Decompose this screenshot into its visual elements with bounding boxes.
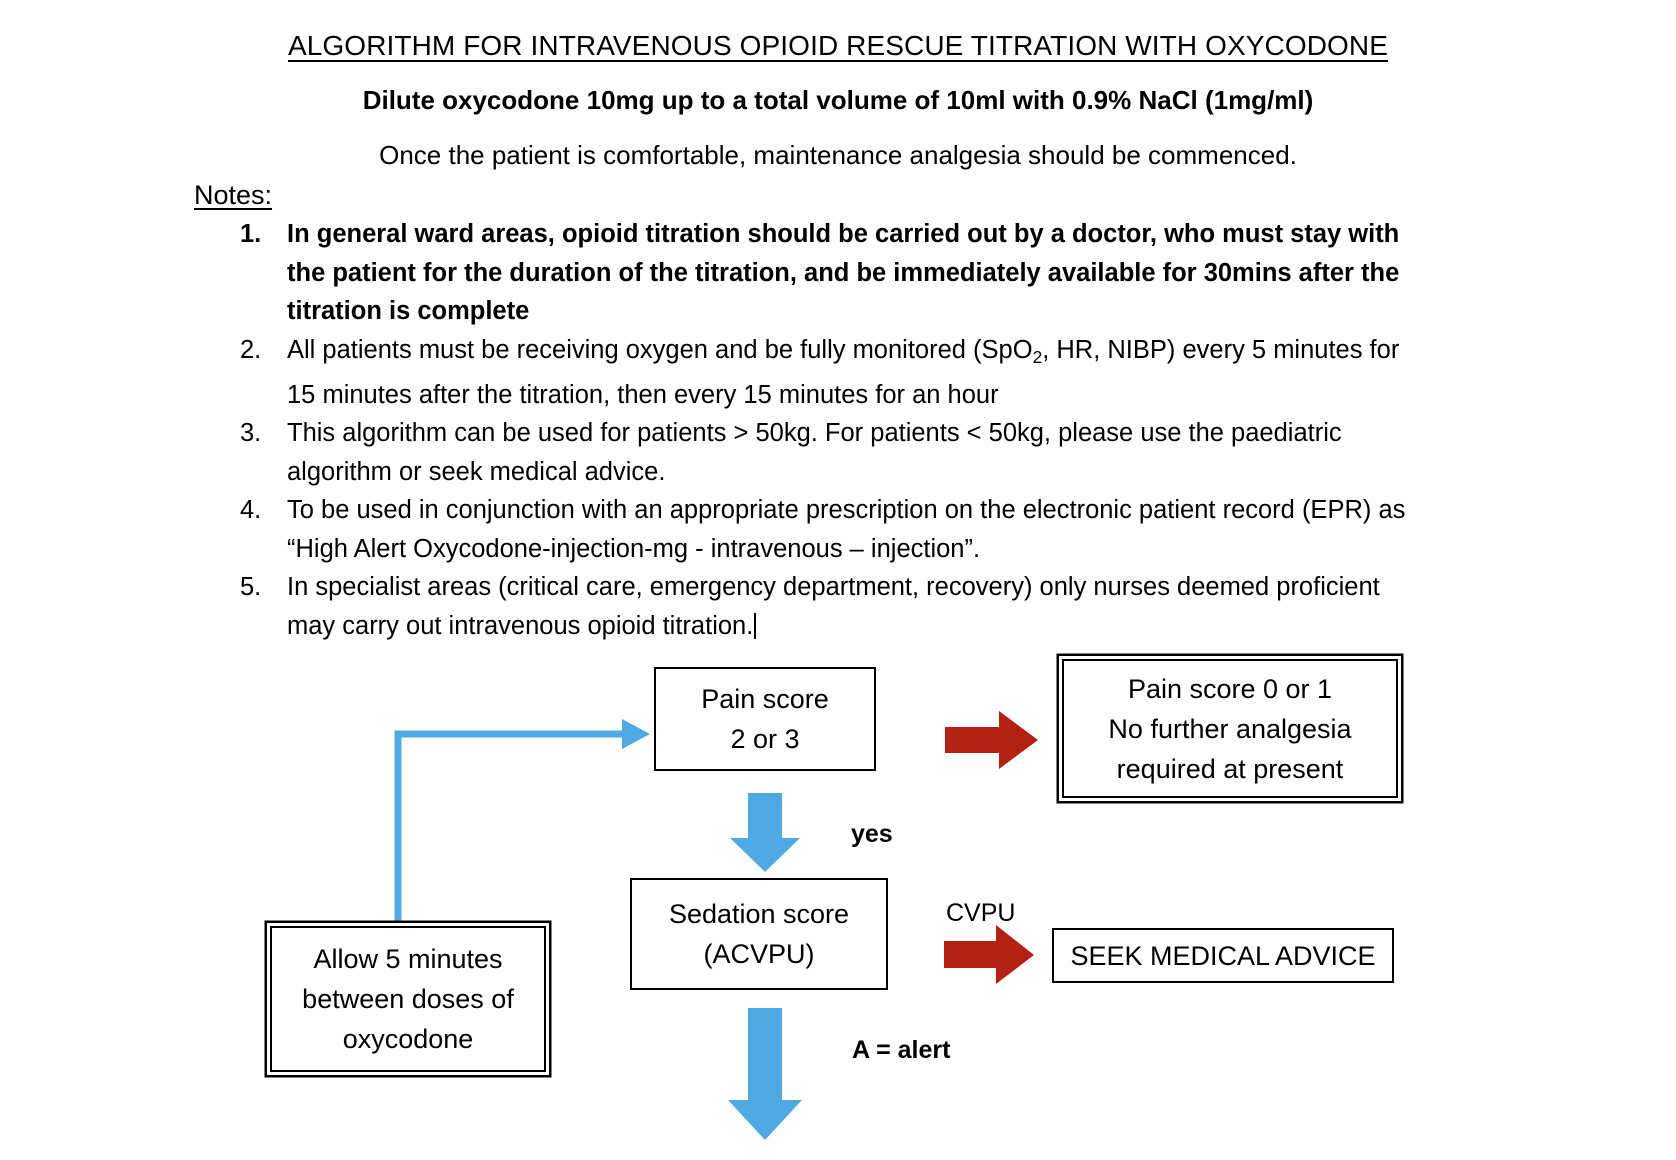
page-title: ALGORITHM FOR INTRAVENOUS OPIOID RESCUE … — [287, 30, 1389, 61]
node-line: SEEK MEDICAL ADVICE — [1070, 940, 1376, 971]
node-allow-5-minutes[interactable]: Allow 5 minutes between doses of oxycodo… — [270, 926, 546, 1072]
note-text-part-1: All patients must be receiving oxygen an… — [287, 335, 1033, 364]
notes-heading: Notes: — [194, 180, 273, 210]
red-arrow-to-seek-medical-advice — [944, 925, 1034, 984]
text-cursor — [754, 612, 757, 639]
note-number: 1. — [240, 220, 262, 248]
node-line: (ACVPU) — [703, 939, 815, 969]
node-sedation-score-acvpu[interactable]: Sedation score (ACVPU) — [630, 878, 888, 990]
note-number: 4. — [240, 496, 262, 525]
blue-down-arrow-a-equals-alert — [728, 1008, 802, 1140]
node-line: Sedation score — [668, 899, 850, 929]
node-line: oxycodone — [342, 1024, 474, 1054]
edge-label-yes: yes — [851, 820, 893, 848]
note-text: This algorithm can be used for patients … — [287, 419, 1342, 486]
node-seek-medical-advice[interactable]: SEEK MEDICAL ADVICE — [1052, 928, 1394, 983]
blue-elbow-arrow-to-pain-score — [394, 719, 650, 940]
node-line: required at present — [1116, 753, 1344, 784]
node-line: Pain score 0 or 1 — [1127, 673, 1333, 704]
edge-label-cvpu: CVPU — [946, 899, 1016, 927]
note-number: 2. — [240, 335, 262, 364]
note-item-5: 5. In specialist areas (critical care, e… — [228, 568, 1408, 645]
note-item-1: 1. In general ward areas, opioid titrati… — [228, 215, 1408, 331]
note-number: 3. — [240, 419, 262, 448]
node-line: No further analgesia — [1108, 713, 1352, 744]
note-item-3: 3. This algorithm can be used for patien… — [228, 414, 1408, 491]
note-text: In specialist areas (critical care, emer… — [287, 573, 1380, 640]
maintenance-note: Once the patient is comfortable, mainten… — [379, 140, 1297, 170]
node-line: Pain score — [701, 684, 829, 714]
node-line: 2 or 3 — [730, 724, 800, 754]
blue-down-arrow-yes — [730, 793, 800, 872]
node-line: Allow 5 minutes — [313, 944, 503, 974]
note-text: To be used in conjunction with an approp… — [287, 496, 1406, 563]
node-pain-score-0-or-1[interactable]: Pain score 0 or 1 No further analgesia r… — [1062, 659, 1398, 798]
note-item-2: 2. All patients must be receiving oxygen… — [228, 331, 1408, 415]
notes-list: 1. In general ward areas, opioid titrati… — [228, 215, 1408, 645]
node-pain-score-2-or-3[interactable]: Pain score 2 or 3 — [654, 667, 876, 771]
note-number: 5. — [240, 573, 262, 602]
subscript-two: 2 — [1032, 346, 1043, 367]
edge-label-a-equals-alert: A = alert — [852, 1036, 951, 1064]
note-item-4: 4. To be used in conjunction with an app… — [228, 491, 1408, 568]
red-arrow-to-no-further-analgesia — [945, 711, 1038, 769]
note-text-part-2: , HR, NIBP) every 5 minutes for 15 minut… — [287, 335, 1400, 409]
node-line: between doses of — [302, 984, 514, 1014]
dilution-instruction: Dilute oxycodone 10mg up to a total volu… — [362, 85, 1314, 115]
note-text: In general ward areas, opioid titration … — [287, 220, 1400, 325]
